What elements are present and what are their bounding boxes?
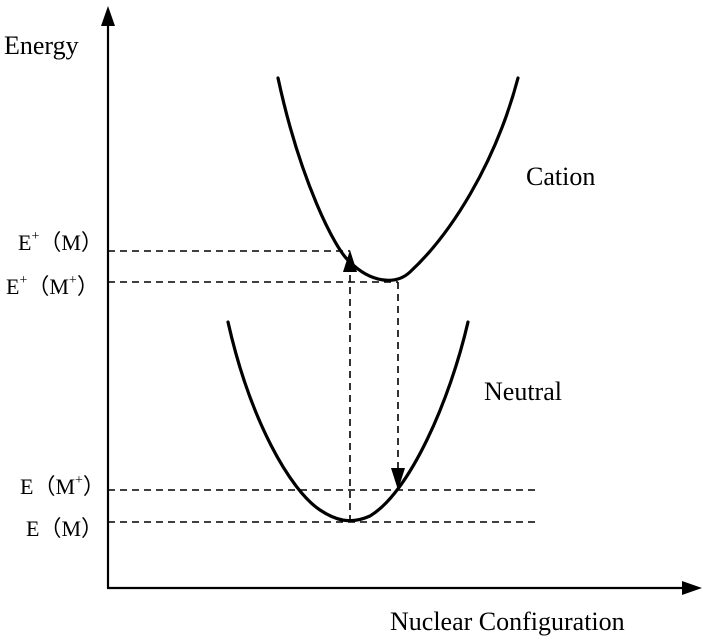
level-label-e-m: E（M） [26,516,103,541]
ionization-arrow-icon [343,250,357,272]
y-axis-arrow-icon [101,6,115,26]
cation-curve [276,76,520,282]
y-axis-label: Energy [4,31,79,60]
level-label-e-m-plus: E（M+） [20,473,105,499]
neutral-curve [226,320,470,523]
level-label-e-plus-m-plus: E+（M+） [6,273,99,299]
level-label-e-plus-m: E+（M） [18,229,103,255]
relaxation-arrow-icon [391,468,405,490]
cation-label: Cation [526,162,595,191]
neutral-label: Neutral [484,377,562,406]
x-axis-label: Nuclear Configuration [390,607,625,636]
x-axis-arrow-icon [682,581,702,595]
